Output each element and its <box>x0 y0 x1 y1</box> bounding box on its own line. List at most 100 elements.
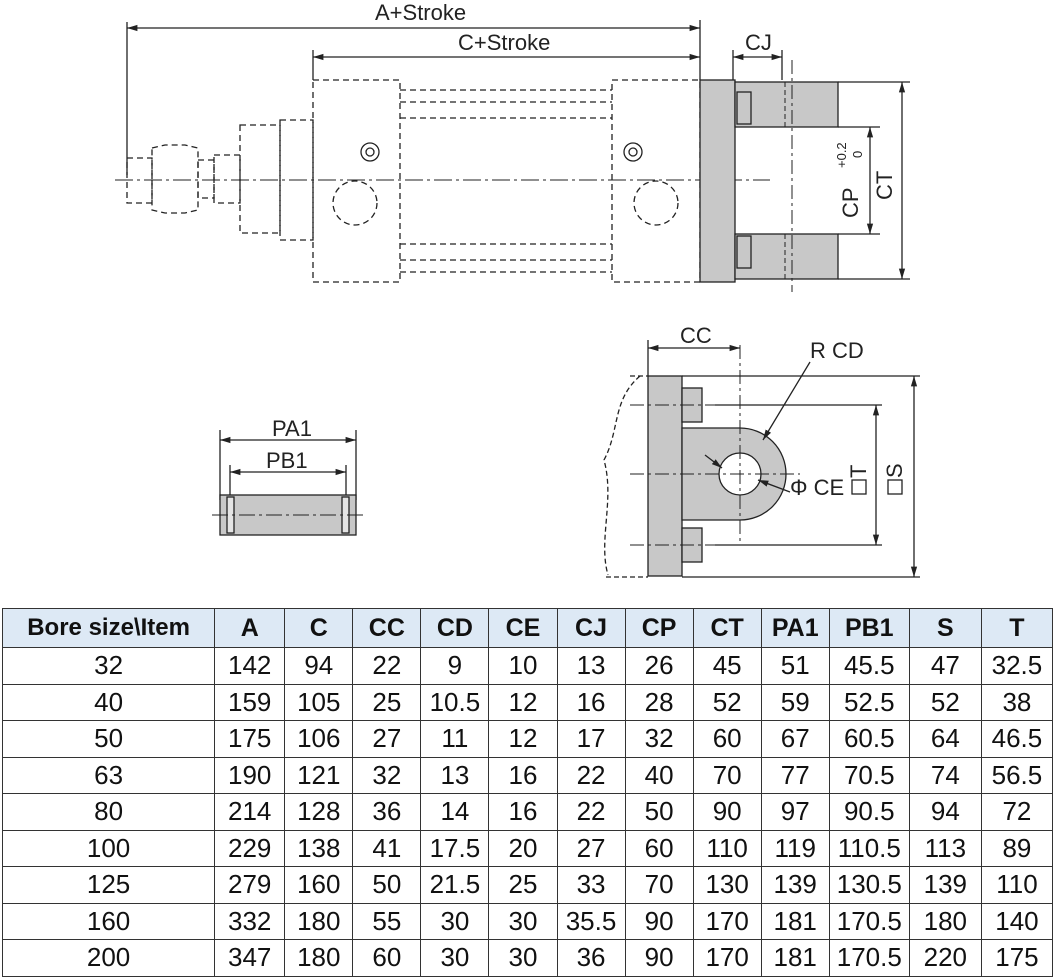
table-cell: 45.5 <box>828 647 910 685</box>
cylinder-side-view <box>115 20 910 292</box>
label-cp-tol-upper: +0.2 <box>834 142 849 168</box>
table-cell: 16 <box>488 793 558 831</box>
table-cell: 229 <box>214 829 286 867</box>
table-cell: 12 <box>488 683 558 721</box>
header-s: S <box>908 608 982 648</box>
table-cell: 170.5 <box>828 939 910 977</box>
table-cell: 90 <box>692 793 762 831</box>
table-cell: 332 <box>214 902 286 940</box>
table-cell: 27 <box>556 829 626 867</box>
table-cell: 52.5 <box>828 683 910 721</box>
table-cell: 181 <box>760 902 830 940</box>
bore-size-cell: 80 <box>1 793 216 831</box>
table-cell: 45 <box>692 647 762 685</box>
table-cell: 33 <box>556 866 626 904</box>
table-cell: 12 <box>488 720 558 758</box>
table-cell: 180 <box>284 902 354 940</box>
table-cell: 35.5 <box>556 902 626 940</box>
table-cell: 159 <box>214 683 286 721</box>
table-cell: 52 <box>908 683 982 721</box>
table-cell: 214 <box>214 793 286 831</box>
table-cell: 55 <box>352 902 422 940</box>
table-cell: 30 <box>420 939 490 977</box>
header-a: A <box>214 608 286 648</box>
bore-size-cell: 40 <box>1 683 216 721</box>
clevis-dimension-drawing: A+Stroke C+Stroke CJ CP +0.2 0 CT PA1 PB… <box>115 0 920 578</box>
table-cell: 90.5 <box>828 793 910 831</box>
table-header-row: Bore size\Item A C CC CD CE CJ CP CT PA1… <box>1 608 1054 648</box>
table-cell: 175 <box>214 720 286 758</box>
table-cell: 90 <box>624 939 694 977</box>
header-cc: CC <box>352 608 422 648</box>
bore-size-cell: 50 <box>1 720 216 758</box>
table-cell: 138 <box>284 829 354 867</box>
table-cell: 105 <box>284 683 354 721</box>
header-c: C <box>284 608 354 648</box>
table-cell: 60 <box>352 939 422 977</box>
table-cell: 170 <box>692 902 762 940</box>
bore-size-cell: 63 <box>1 756 216 794</box>
table-cell: 56.5 <box>980 756 1054 794</box>
header-ce: CE <box>488 608 558 648</box>
table-cell: 16 <box>488 756 558 794</box>
label-cc: CC <box>680 323 712 348</box>
table-cell: 22 <box>556 793 626 831</box>
dimension-table: Bore size\Item A C CC CD CE CJ CP CT PA1… <box>1 608 1054 977</box>
table-cell: 41 <box>352 829 422 867</box>
table-cell: 160 <box>284 866 354 904</box>
header-t: T <box>980 608 1054 648</box>
table-cell: 32.5 <box>980 647 1054 685</box>
table-cell: 72 <box>980 793 1054 831</box>
table-cell: 119 <box>760 829 830 867</box>
table-cell: 21.5 <box>420 866 490 904</box>
label-c-stroke: C+Stroke <box>458 30 550 55</box>
table-cell: 175 <box>980 939 1054 977</box>
table-cell: 60 <box>624 829 694 867</box>
table-cell: 28 <box>624 683 694 721</box>
table-cell: 180 <box>284 939 354 977</box>
table-cell: 22 <box>556 756 626 794</box>
table-cell: 17.5 <box>420 829 490 867</box>
table-cell: 51 <box>760 647 830 685</box>
table-cell: 70 <box>624 866 694 904</box>
table-cell: 94 <box>908 793 982 831</box>
table-cell: 77 <box>760 756 830 794</box>
table-cell: 130 <box>692 866 762 904</box>
table-cell: 17 <box>556 720 626 758</box>
bore-size-cell: 125 <box>1 866 216 904</box>
table-cell: 36 <box>556 939 626 977</box>
table-cell: 50 <box>624 793 694 831</box>
table-cell: 113 <box>908 829 982 867</box>
table-cell: 59 <box>760 683 830 721</box>
table-cell: 30 <box>488 902 558 940</box>
table-cell: 190 <box>214 756 286 794</box>
table-cell: 130.5 <box>828 866 910 904</box>
table-cell: 64 <box>908 720 982 758</box>
label-cj: CJ <box>745 30 772 55</box>
table-cell: 10 <box>488 647 558 685</box>
table-cell: 139 <box>760 866 830 904</box>
bore-size-cell: 200 <box>1 939 216 977</box>
table-cell: 94 <box>284 647 354 685</box>
table-cell: 9 <box>420 647 490 685</box>
table-cell: 89 <box>980 829 1054 867</box>
table-cell: 52 <box>692 683 762 721</box>
table-cell: 139 <box>908 866 982 904</box>
table-cell: 180 <box>908 902 982 940</box>
table-cell: 30 <box>420 902 490 940</box>
label-ct: CT <box>872 171 897 200</box>
table-cell: 47 <box>908 647 982 685</box>
header-cj: CJ <box>556 608 626 648</box>
table-cell: 46.5 <box>980 720 1054 758</box>
clevis-end-view <box>603 340 920 578</box>
table-cell: 90 <box>624 902 694 940</box>
table-cell: 279 <box>214 866 286 904</box>
table-cell: 70 <box>692 756 762 794</box>
table-cell: 26 <box>624 647 694 685</box>
